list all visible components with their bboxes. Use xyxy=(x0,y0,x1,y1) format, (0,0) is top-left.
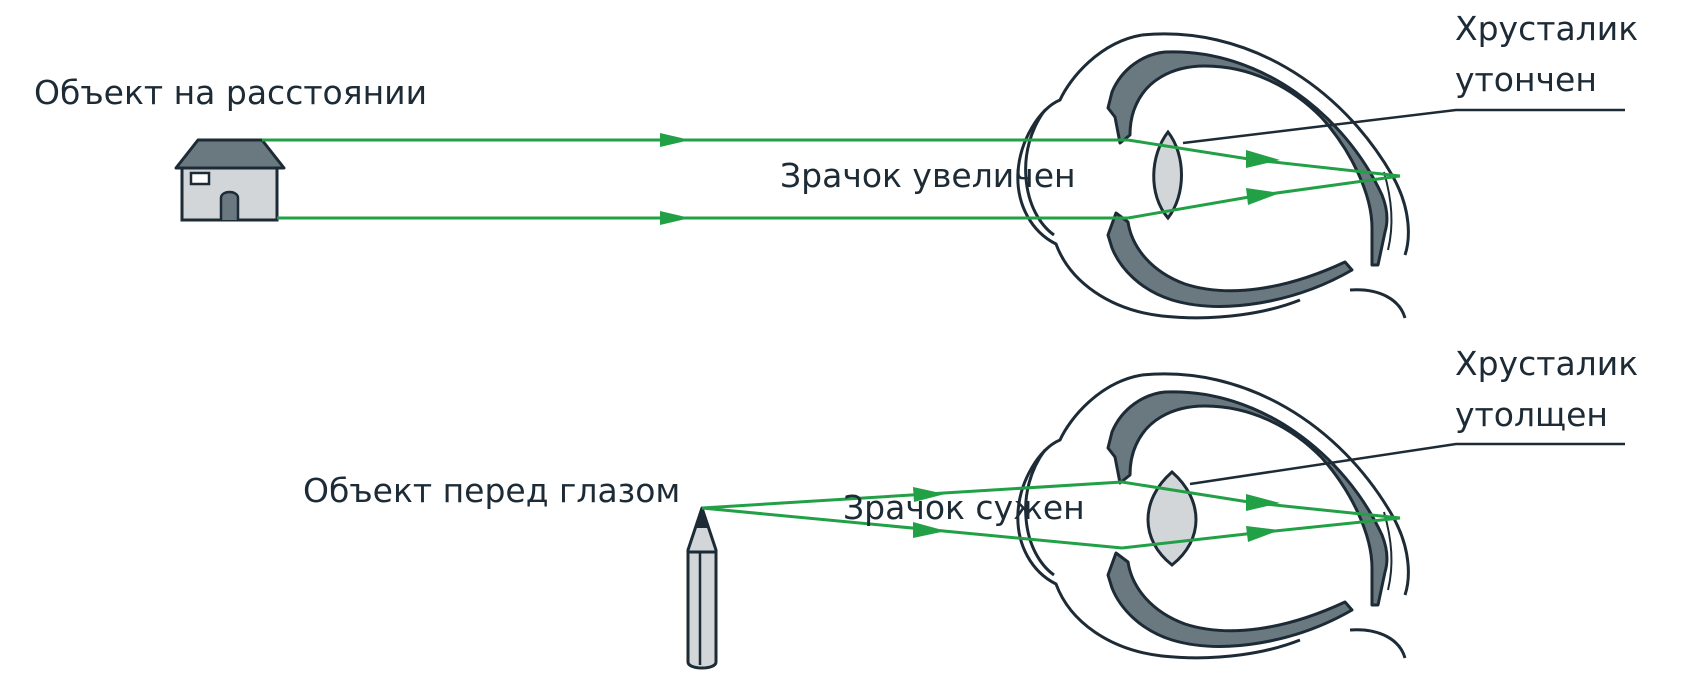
ray-arrows-bottom xyxy=(913,487,1280,542)
house-icon xyxy=(174,138,286,222)
eye-top xyxy=(1016,32,1410,320)
lens-label-top-line1: Хрусталик xyxy=(1455,9,1639,48)
pupil-label-bottom: Зрачок сужен xyxy=(843,488,1085,527)
object-label-top: Объект на расстоянии xyxy=(34,73,428,112)
lens-label-top-line2: утончен xyxy=(1455,60,1597,99)
lens-label-bottom-line1: Хрусталик xyxy=(1455,344,1639,383)
lens-leader-line-top xyxy=(1182,108,1625,145)
lens-label-bottom-line2: утолщен xyxy=(1455,395,1608,434)
ray-arrows-top xyxy=(660,133,1280,225)
object-label-bottom: Объект перед глазом xyxy=(303,471,681,510)
pencil-icon xyxy=(686,506,718,670)
lens-leader-line-bottom xyxy=(1189,442,1625,486)
pupil-label-top: Зрачок увеличен xyxy=(780,156,1076,195)
